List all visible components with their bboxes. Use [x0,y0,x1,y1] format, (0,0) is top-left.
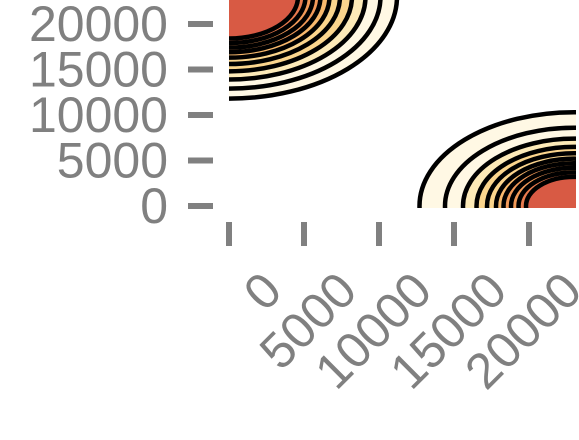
contour-line-1-9 [523,174,576,208]
contour-line-1-6 [501,160,576,208]
contour-line-1-2 [460,136,576,208]
y-tick-label-3: 15000 [29,42,168,98]
y-tick-label-4: 20000 [29,0,168,52]
contour-line-1-5 [493,156,576,208]
contour-line-1-0 [417,110,576,208]
y-tick-label-0: 0 [140,178,168,234]
contour-fill-0-9 [229,0,298,39]
contour-line-1-3 [474,144,576,208]
y-tick-label-2: 10000 [29,87,168,143]
contour-line-1-7 [508,165,576,208]
contour-fill-1-9 [526,176,576,208]
y-tick-label-1: 5000 [57,133,168,189]
plot-area [229,0,576,208]
contour-line-1-8 [516,170,576,208]
contour-line-1-1 [442,125,576,208]
contour-line-1-4 [484,150,576,208]
